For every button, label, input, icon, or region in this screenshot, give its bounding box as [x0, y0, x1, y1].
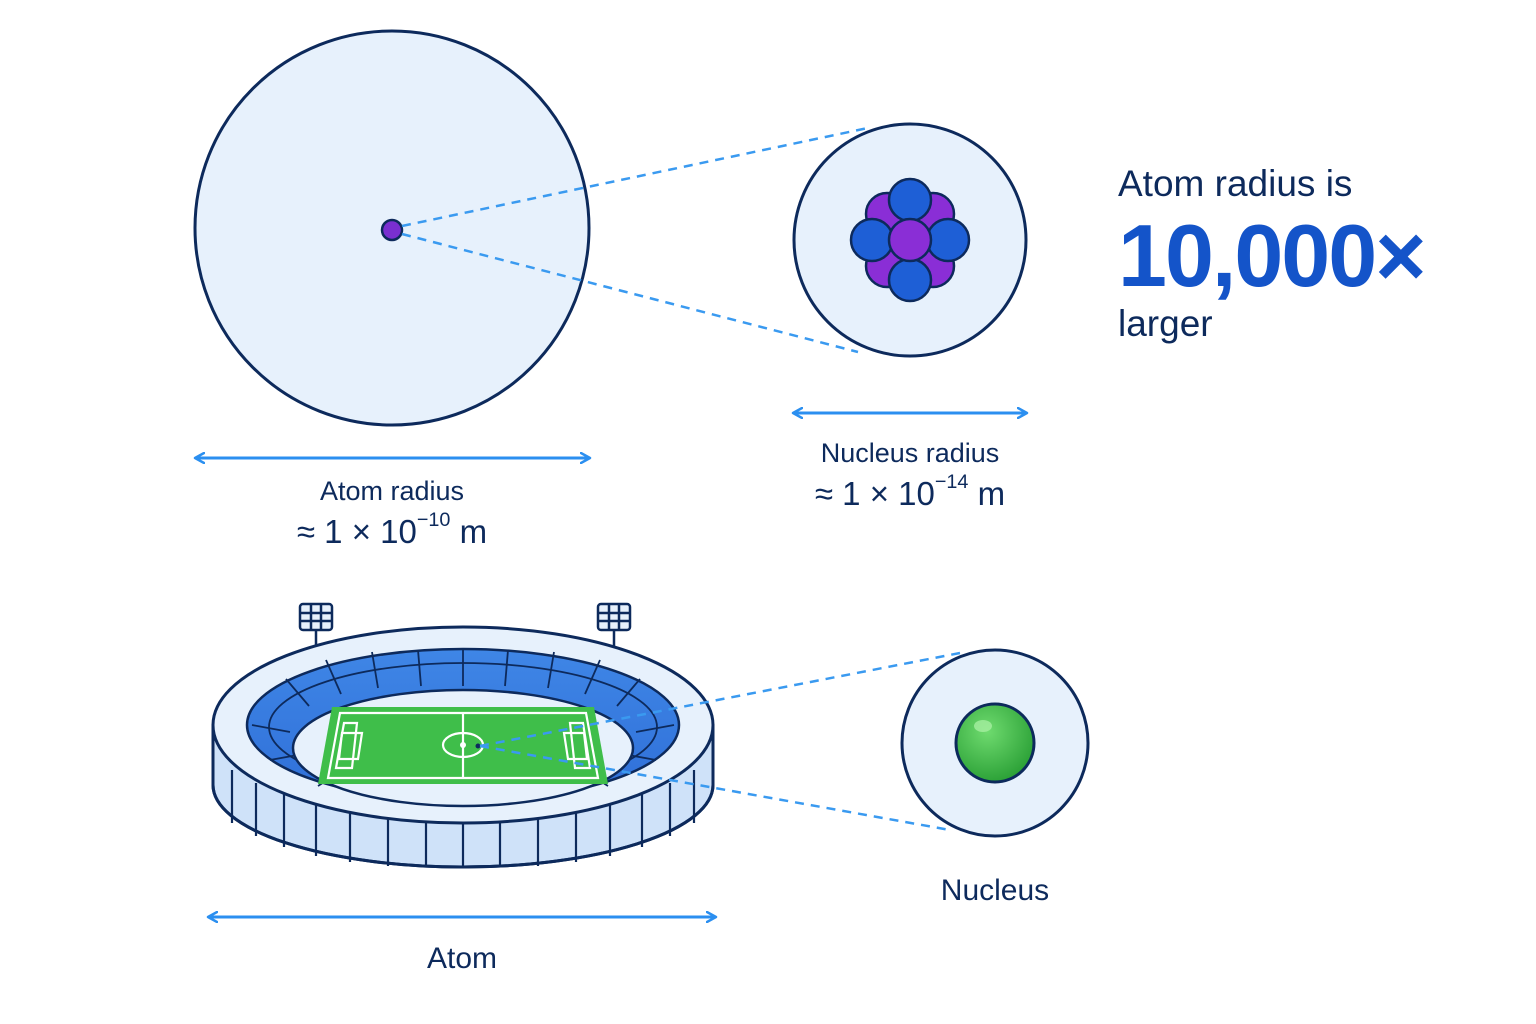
zoom-dashes-bottom — [479, 651, 961, 832]
proton — [887, 217, 933, 263]
nucleus-cluster — [849, 177, 971, 303]
marble-ball — [954, 702, 1036, 784]
headline: Atom radius is 10,000× larger — [1118, 160, 1427, 344]
stadium — [211, 602, 715, 869]
nucleus-analogy-label: Nucleus — [940, 874, 1050, 907]
headline-ratio: 10,000× — [1118, 206, 1427, 305]
atom-analogy-label: Atom — [426, 942, 498, 975]
neutron — [887, 257, 933, 303]
zoom-dashes-top — [401, 126, 869, 354]
nucleus-radius-title: Nucleus radius — [820, 438, 1000, 468]
atom-nucleus-dot — [380, 218, 404, 242]
neutron — [887, 177, 933, 223]
nucleus-radius-value: ≈ 1 × 10−14 m — [814, 471, 1006, 512]
nucleus-radius-label: Nucleus radius ≈ 1 × 10−14 m — [760, 436, 1060, 516]
headline-line3: larger — [1118, 303, 1213, 344]
atom-radius-label: Atom radius ≈ 1 × 10−10 m — [192, 474, 592, 554]
atom-circle-group — [193, 29, 591, 427]
atom-radius-title: Atom radius — [319, 476, 465, 506]
neutron — [925, 217, 971, 263]
atom-radius-value: ≈ 1 × 10−10 m — [296, 509, 488, 550]
nucleus-analogy-circle — [900, 648, 1090, 838]
floodlight-right — [596, 602, 632, 652]
headline-line1: Atom radius is — [1118, 163, 1353, 204]
floodlight-left — [298, 602, 334, 652]
neutron — [849, 217, 895, 263]
soccer-pitch — [318, 707, 608, 784]
